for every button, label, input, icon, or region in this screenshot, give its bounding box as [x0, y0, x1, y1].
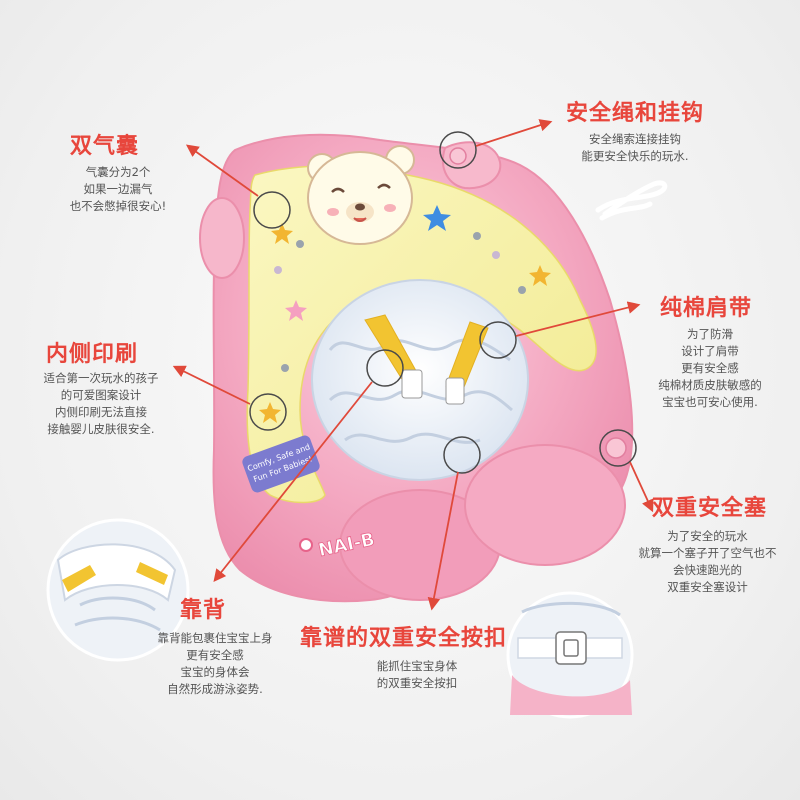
rope-icon — [595, 180, 668, 221]
star-decor — [259, 205, 551, 423]
desc-line: 的可爱图案设计 — [60, 388, 142, 402]
feature-desc-backrest: 靠背能包裹住宝宝上身 更有安全感 宝宝的身体会 自然形成游泳姿势. — [140, 630, 290, 698]
desc-line: 为了防滑 — [687, 327, 733, 341]
feature-desc-double-airbag: 气囊分为2个 如果一边漏气 也不会憋掉很安心! — [48, 164, 188, 215]
desc-line: 安全绳索连接挂钩 — [589, 132, 681, 146]
desc-line: 更有安全感 — [186, 648, 244, 662]
shoulder-straps — [364, 314, 489, 405]
desc-line: 靠背能包裹住宝宝上身 — [157, 631, 273, 645]
feature-title-double-plug: 双重安全塞 — [652, 496, 768, 521]
valve-side — [605, 437, 627, 459]
desc-line: 也不会憋掉很安心! — [69, 199, 167, 213]
callout-arrows — [172, 119, 654, 611]
desc-line: 就算一个塞子开了空气也不 — [638, 546, 777, 560]
feature-title-double-airbag: 双气囊 — [70, 134, 140, 159]
feature-desc-inner-print: 适合第一次玩水的孩子 的可爱图案设计 内侧印刷无法直接 接触婴儿皮肤很安全. — [26, 370, 176, 438]
callout-circles — [249, 131, 637, 474]
backrest-closeup — [46, 518, 190, 662]
desc-line: 更有安全感 — [681, 361, 739, 375]
desc-line: 设计了肩带 — [681, 344, 739, 358]
desc-line: 内侧印刷无法直接 — [55, 405, 147, 419]
desc-line: 如果一边漏气 — [83, 182, 153, 196]
desc-line: 双重安全塞设计 — [667, 580, 748, 594]
desc-line: 宝宝的身体会 — [180, 665, 250, 679]
desc-line: 能更安全快乐的玩水. — [581, 149, 689, 163]
desc-line: 接触婴儿皮肤很安全. — [47, 422, 155, 436]
desc-line: 的双重安全按扣 — [376, 676, 458, 690]
desc-line: 能抓住宝宝身体 — [376, 659, 458, 673]
desc-line: 纯棉材质皮肤敏感的 — [658, 378, 762, 392]
feature-desc-cotton-strap: 为了防滑 设计了肩带 更有安全感 纯棉材质皮肤敏感的 宝宝也可安心使用. — [640, 326, 780, 411]
valve-top — [449, 147, 467, 165]
left-chamber — [199, 197, 245, 279]
feature-title-inner-print: 内侧印刷 — [46, 342, 139, 367]
feature-title-cotton-strap: 纯棉肩带 — [660, 296, 753, 321]
desc-line: 气囊分为2个 — [85, 165, 151, 179]
feature-desc-buckle: 能抓住宝宝身体 的双重安全按扣 — [352, 658, 482, 692]
right-chamber — [442, 141, 502, 190]
feature-title-backrest: 靠背 — [180, 598, 227, 623]
feature-desc-rope-hook: 安全绳索连接挂钩 能更安全快乐的玩水. — [560, 131, 710, 165]
feature-title-rope-hook: 安全绳和挂钩 — [566, 101, 705, 126]
desc-line: 宝宝也可安心使用. — [662, 395, 758, 409]
desc-line: 会快速跑光的 — [673, 563, 742, 577]
bear-icon — [307, 145, 415, 245]
right-cushion — [464, 444, 626, 566]
buckle-closeup — [506, 591, 634, 719]
feature-desc-double-plug: 为了安全的玩水 就算一个塞子开了空气也不 会快速跑光的 双重安全塞设计 — [620, 528, 795, 596]
desc-line: 适合第一次玩水的孩子 — [43, 371, 159, 385]
feature-title-buckle: 靠谱的双重安全按扣 — [300, 626, 508, 651]
desc-line: 自然形成游泳姿势. — [167, 682, 263, 696]
desc-line: 为了安全的玩水 — [667, 529, 748, 543]
